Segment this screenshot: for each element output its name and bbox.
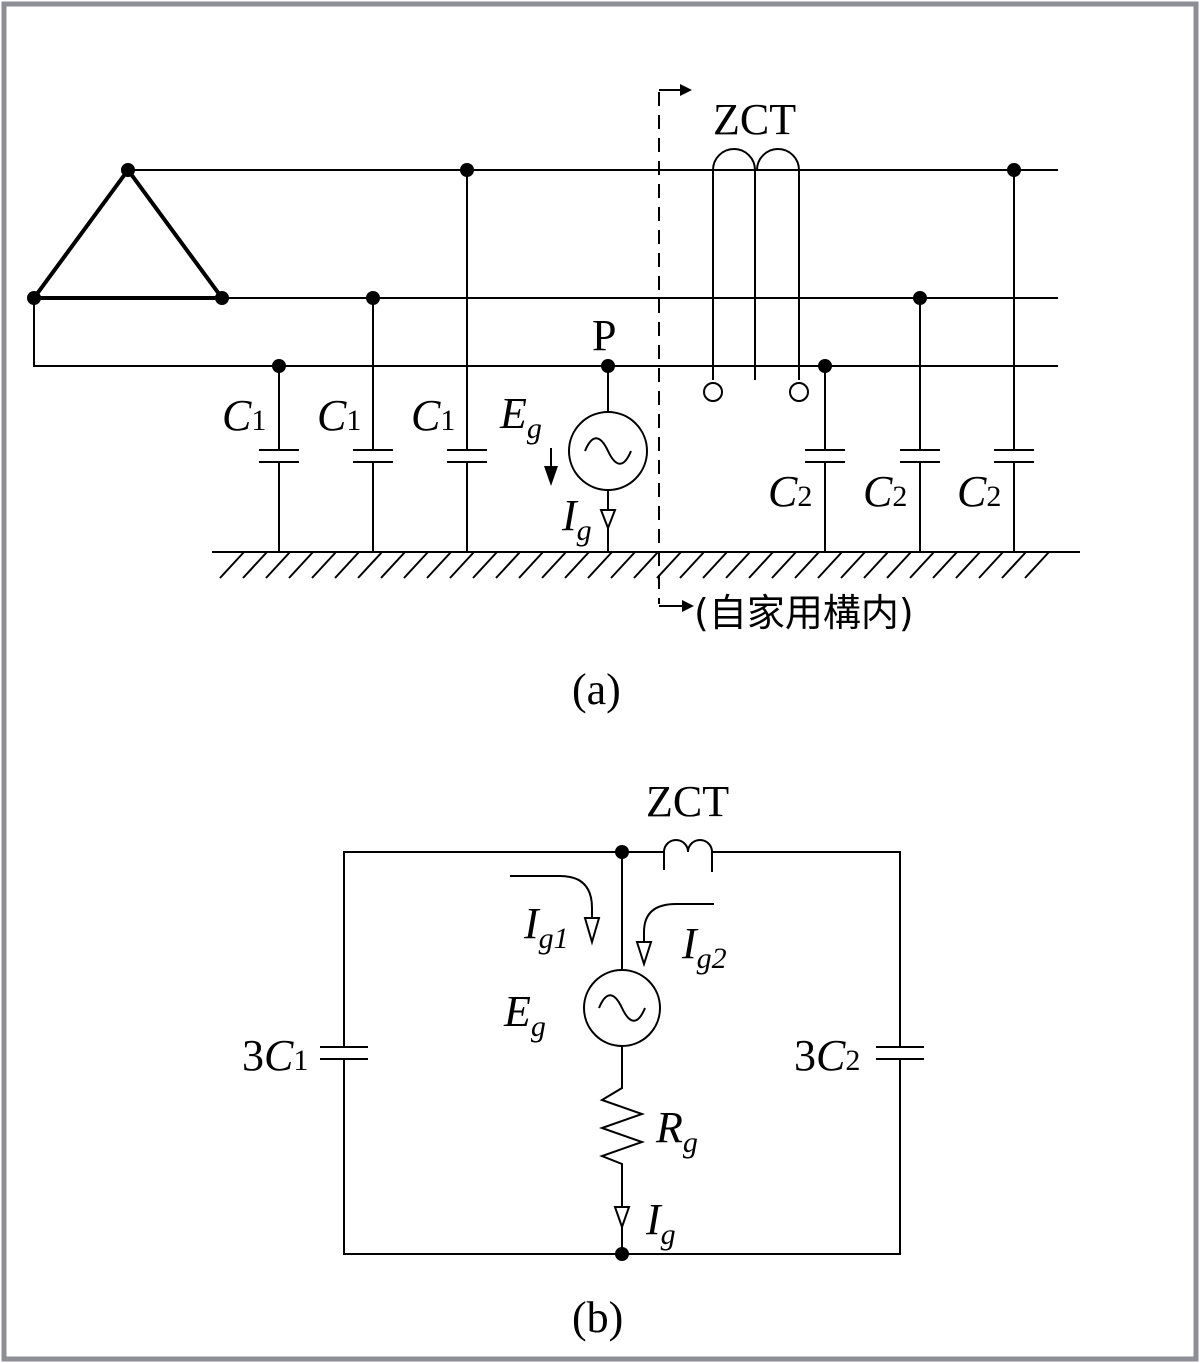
node-p-label: P [592,311,616,360]
label-ig-b: Ig [645,1195,676,1251]
ground-hatch-line [863,551,889,579]
label-eg-b: Eg [503,987,546,1043]
caption-a: (a) [572,665,621,714]
zct-coil-a [703,148,809,402]
current-ig1-arrow [510,875,593,920]
capacitor-c1-c [447,170,487,552]
sine-wave-icon [598,994,646,1022]
zct-coil-b [660,839,716,872]
premises-label: (自家用構内) [694,591,914,635]
ground-hatch-line [932,551,958,579]
ground-hatch-line [633,551,659,579]
ground-hatch-line [771,551,797,579]
line-3 [33,298,1058,367]
ground-hatch-line [817,551,843,579]
capacitor-c1-a [259,366,299,552]
label-c2-a: C2 [768,467,812,516]
zct-label-b: ZCT [646,777,729,826]
label-rg: Rg [655,1103,698,1159]
label-c1-b: C1 [317,391,361,440]
capacitor-c2-a [805,366,845,552]
node [121,163,135,177]
resistor-rg [598,1046,646,1254]
node [215,291,229,305]
ground-hatch-line [679,551,705,579]
current-ig2-arrowhead-icon [635,941,653,968]
zct-label-a: ZCT [713,95,796,144]
ground-hatch-line [380,551,406,579]
ground-hatch-line [311,551,337,579]
ground-hatch-line [794,551,820,579]
label-3c1: 3C1 [242,1031,308,1080]
label-ig1: Ig1 [523,899,569,955]
current-arrow-icon-b [613,1206,631,1231]
current-arrow-icon [599,509,617,531]
ground-hatch-line [495,551,521,579]
ground-hatch-line [886,551,912,579]
ground-hatch-line [518,551,544,579]
ground-hatch-line [426,551,452,579]
label-3c2: 3C2 [794,1031,860,1080]
label-eg-a: Eg [499,389,542,445]
capacitor-3c2 [876,1046,924,1060]
ground-hatch-line [219,551,245,579]
ground-hatch [219,551,1050,579]
label-c1-c: C1 [411,391,455,440]
ground-hatch-line [1001,551,1027,579]
label-c1-a: C1 [222,391,266,440]
capacitor-3c1 [320,1046,368,1060]
ground-hatch-line [357,551,383,579]
voltage-arrowhead-icon [544,466,558,486]
ground-hatch-line [472,551,498,579]
ground-hatch-line [909,551,935,579]
node [27,291,41,305]
ground-hatch-line [748,551,774,579]
capacitor-c2-b [900,298,940,552]
label-ig-a: Ig [561,491,592,547]
capacitor-c2-c [994,170,1034,552]
ground-hatch-line [265,551,291,579]
label-ig2: Ig2 [681,919,727,975]
ground-hatch-line [564,551,590,579]
delta-source [30,166,226,300]
caption-b: (b) [572,1293,623,1342]
label-c2-b: C2 [863,467,907,516]
ground-hatch-line [725,551,751,579]
ground-hatch-line [702,551,728,579]
ground-hatch-line [978,551,1004,579]
figure-b: ZCT Ig1 Ig2 Eg 3C1 3C2 Rg Ig (b) [242,777,924,1342]
current-ig1-arrowhead-icon [583,917,601,946]
ground-hatch-line [288,551,314,579]
ground-hatch-line [449,551,475,579]
ground-hatch-line [955,551,981,579]
ground-hatch-line [403,551,429,579]
current-ig2-arrow [643,903,714,944]
label-c2-c: C2 [957,467,1001,516]
sine-wave-icon [584,437,632,465]
capacitor-c1-b [353,298,393,552]
ground-hatch-line [840,551,866,579]
ground-hatch-line [1024,551,1050,579]
ground-hatch-line [541,551,567,579]
ground-hatch-line [587,551,613,579]
ground-hatch-line [242,551,268,579]
ground-hatch-line [610,551,636,579]
ground-hatch-line [656,551,682,579]
figure-a: ZCT P C1 C1 C1 C2 C2 C2 Eg Ig (自家用構内) (a… [27,84,1080,714]
ground-hatch-line [334,551,360,579]
